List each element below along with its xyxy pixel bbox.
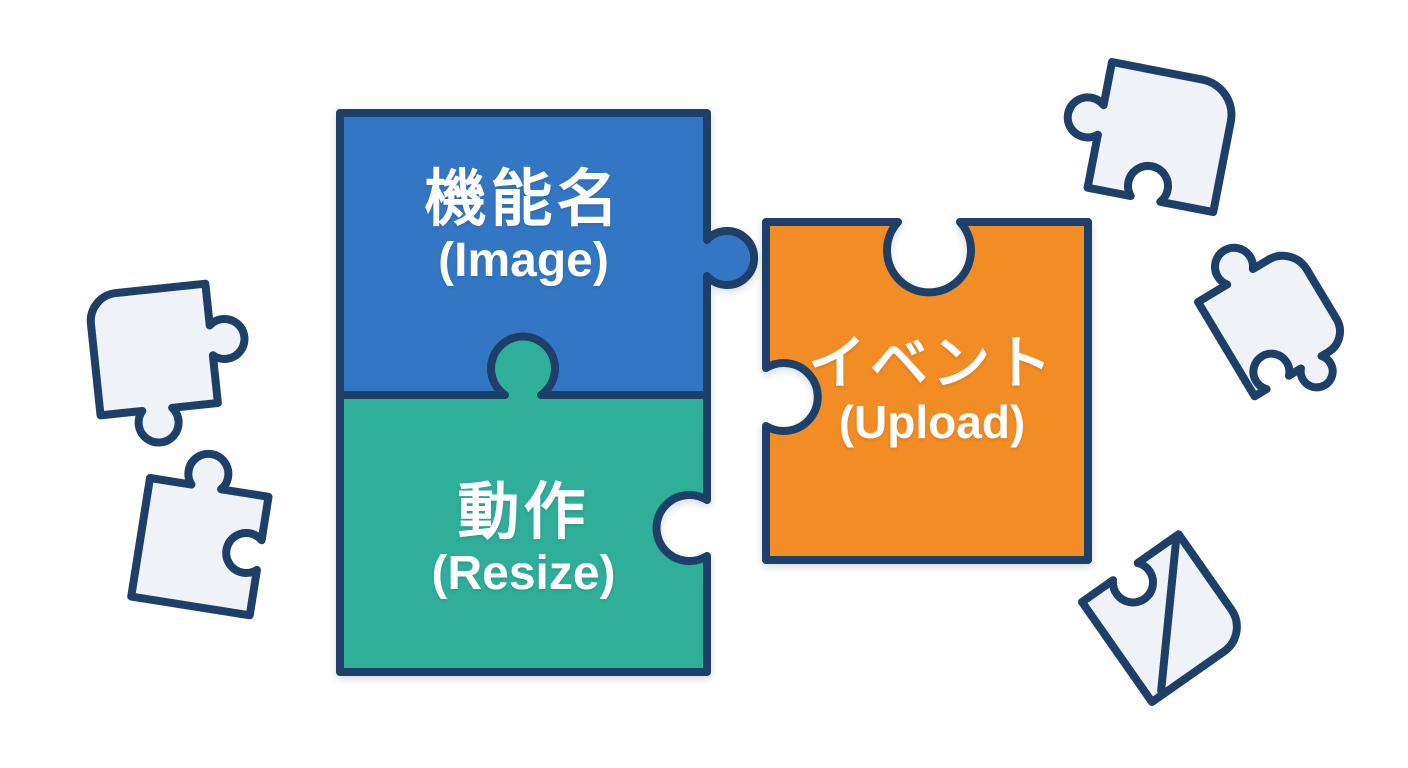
puzzle-piece-function-name: [336, 109, 759, 399]
decorative-puzzle-piece-top-right: [1063, 58, 1236, 217]
puzzle-piece-event: [762, 218, 1092, 564]
decorative-puzzle-piece-right-middle: [1194, 243, 1344, 401]
decorative-pieces-group: [86, 58, 1344, 706]
main-pieces-group: [336, 109, 1092, 676]
decorative-puzzle-piece-bottom-right: [1078, 530, 1241, 706]
decorative-piece-fold-line: [1157, 537, 1181, 695]
decorative-puzzle-piece-left-top: [86, 279, 249, 447]
decorative-puzzle-piece-left-bottom: [127, 449, 273, 620]
puzzle-piece-action: [336, 332, 711, 676]
